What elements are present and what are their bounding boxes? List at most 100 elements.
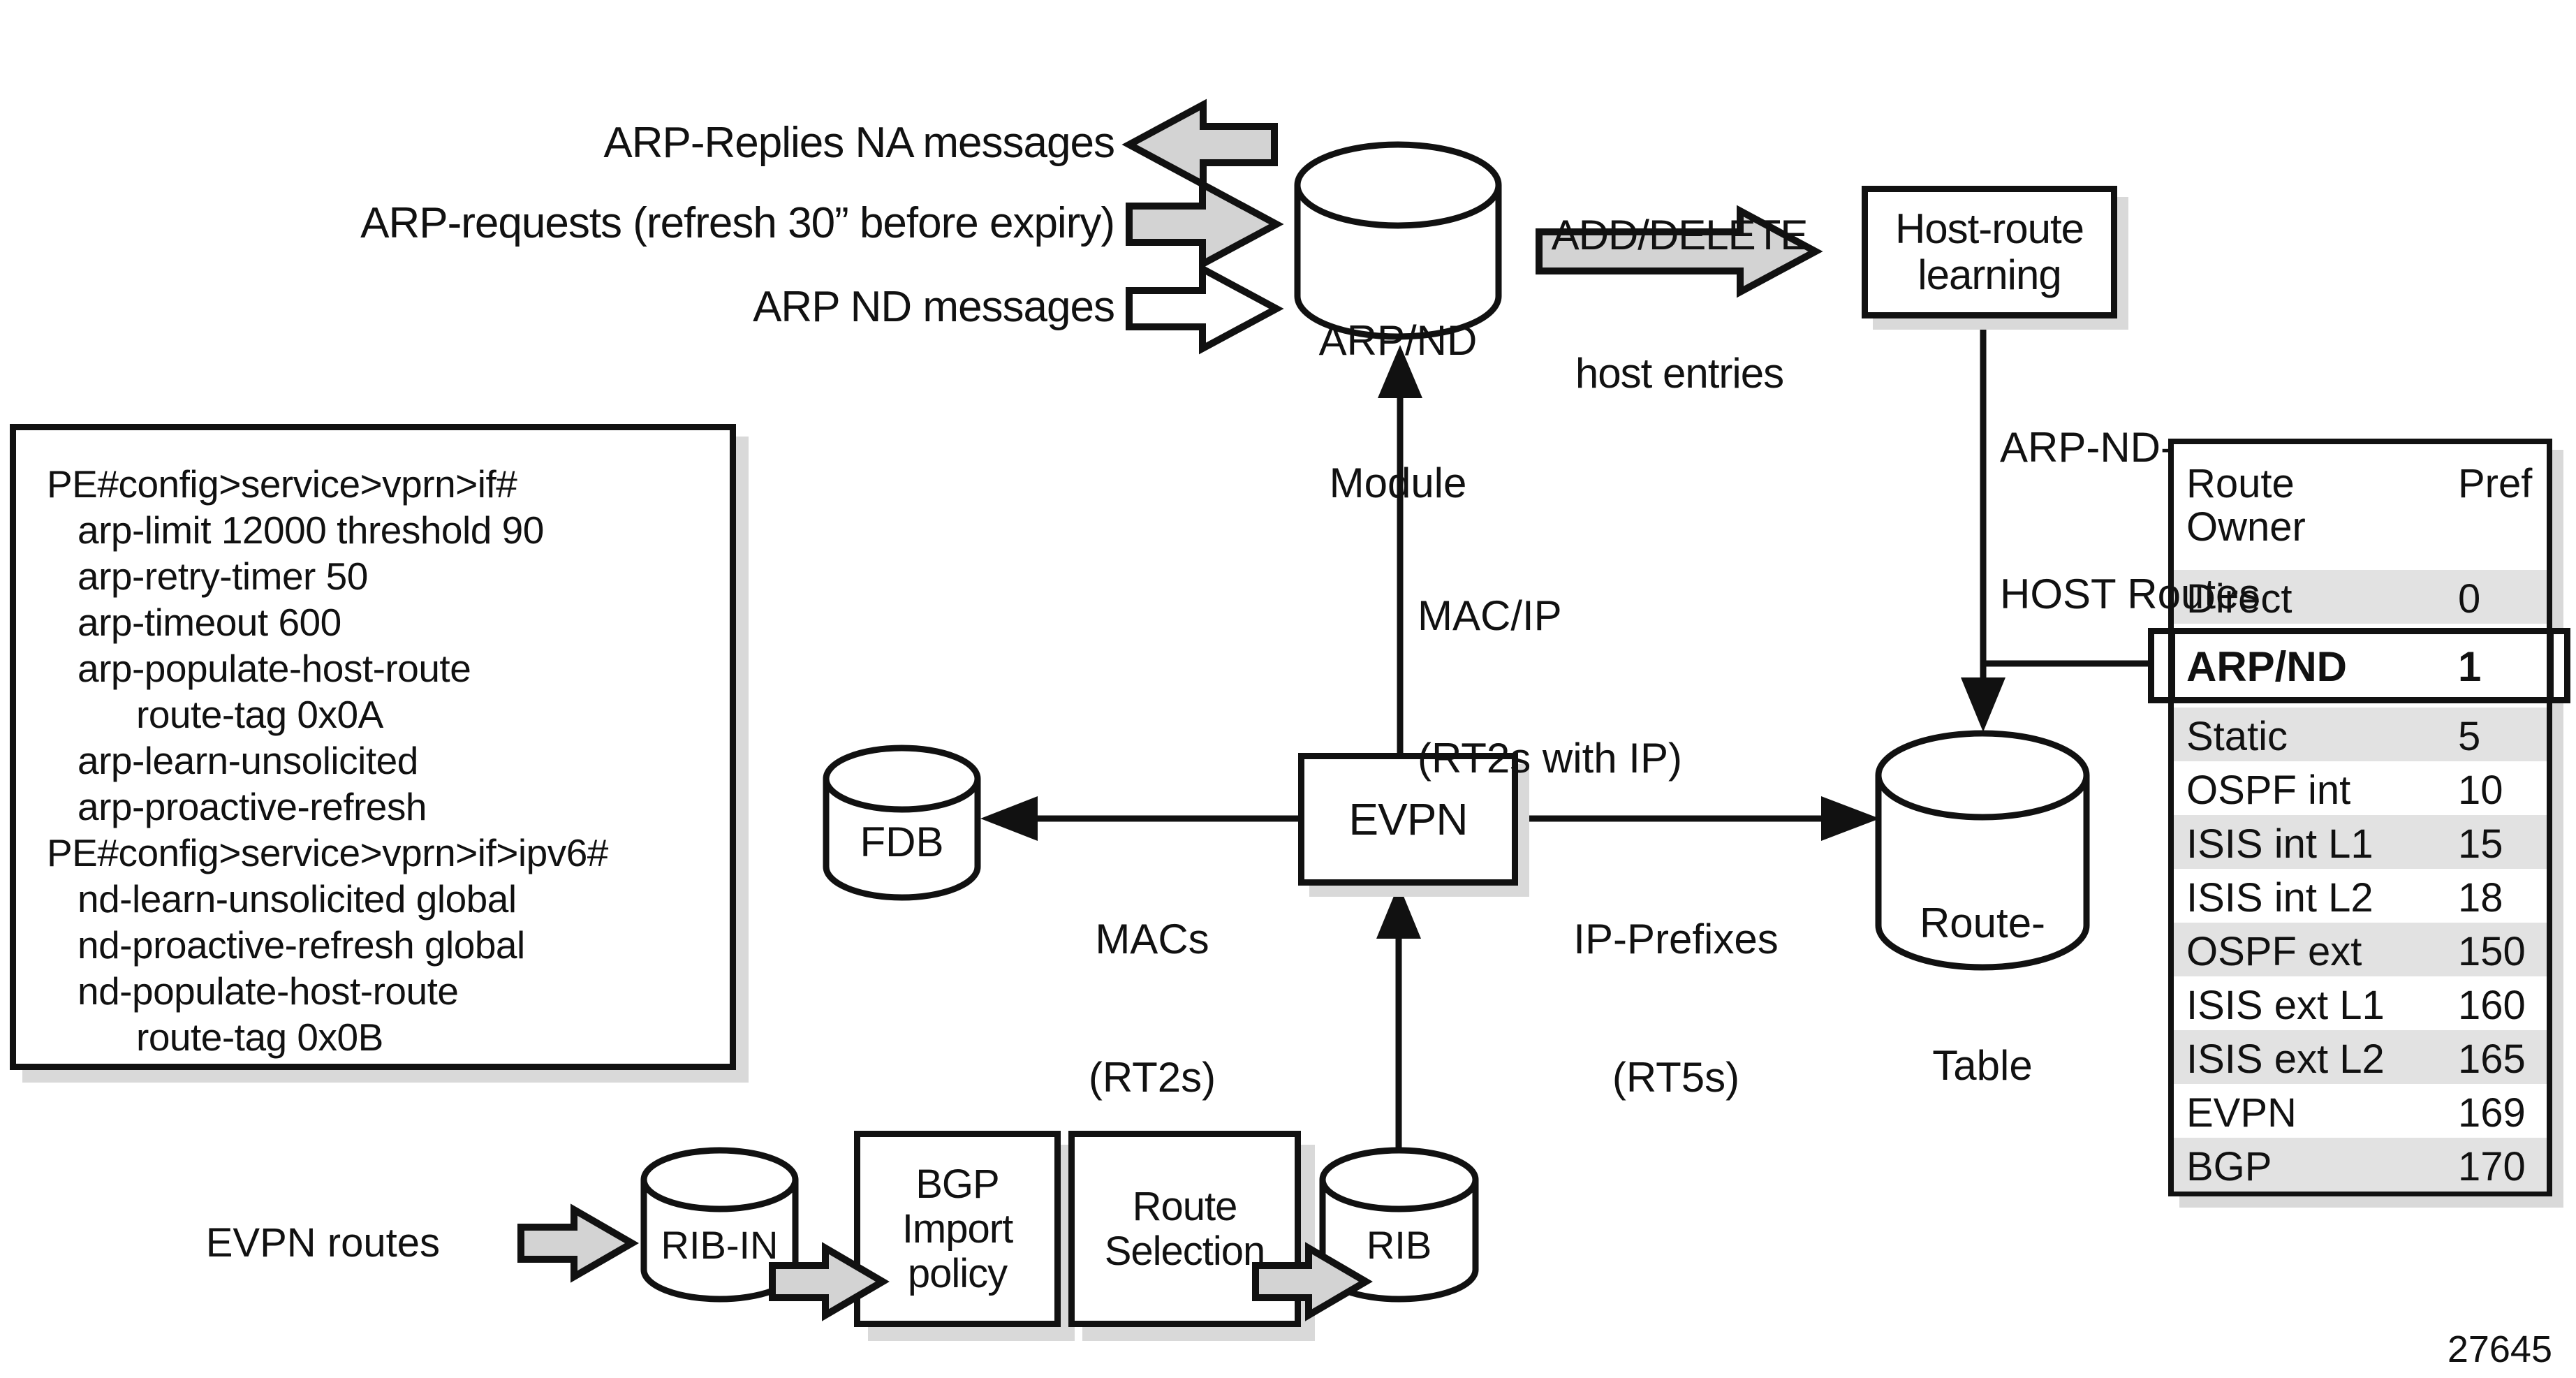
bgp-import-policy-label: BGP [915,1161,999,1207]
config-line: nd-learn-unsolicited global [78,877,517,921]
evpn-label: EVPN [1348,794,1468,844]
mac-ip-label: MAC/IP (RT2s with IP) [1418,497,1682,877]
fdb-cylinder-top [823,745,981,813]
arp-replies-label: ARP-Replies NA messages [603,119,1115,167]
host-route-learning-label: Host-route [1894,205,2084,252]
route-owner-cell: ISIS ext L1 [2186,983,2385,1028]
arpnd-module-line1: ARP/ND [1318,317,1478,364]
table-row: BGP 170 [2174,1138,2547,1192]
route-selection-label2: Selection [1104,1228,1266,1274]
arpnd-module-cylinder-top [1294,141,1502,229]
config-line: arp-learn-unsolicited [78,739,418,782]
route-owner-cell: Static [2186,714,2288,759]
arrowhead-up-icon [1378,345,1422,398]
route-owner-cell: Direct [2186,576,2292,622]
ip-prefixes-label: IP-Prefixes (RT5s) [1547,824,1805,1193]
rib-label: RIB [1366,1223,1432,1267]
rib-in-label: RIB-IN [661,1223,779,1267]
table-row: Static 5 [2174,708,2547,761]
table-row: OSPF int 10 [2174,761,2547,815]
table-row: ARP/ND 1 [2148,624,2570,708]
table-row: ISIS ext L2 165 [2174,1030,2547,1084]
route-owner-cell: OSPF ext [2186,929,2362,974]
host-route-learning-box: Host-route learning [1862,186,2117,318]
pref-cell: 170 [2458,1144,2526,1189]
add-delete-label: ADD/DELETE host entries [1470,120,1889,489]
ip-prefixes-line2: (RT5s) [1612,1054,1740,1101]
arpnd-highlight-box: ARP/ND 1 [2148,628,2570,703]
route-owner-cell: ISIS int L2 [2186,875,2373,921]
macs-line2: (RT2s) [1088,1054,1216,1101]
config-line: arp-timeout 600 [78,601,341,644]
host-route-learning-label2: learning [1918,251,2061,298]
pref-cell: 15 [2458,821,2503,867]
route-owner-cell: OSPF int [2186,768,2351,813]
config-line: arp-populate-host-route [78,647,471,690]
table-border-segment [2168,634,2175,697]
route-selection-label: Route [1132,1183,1238,1229]
table-header: Route Owner Pref [2174,444,2547,570]
route-owner-cell: BGP [2186,1144,2272,1189]
bgp-import-policy-box: BGP Import policy [854,1131,1061,1327]
route-table-cylinder [1875,775,2090,971]
rib-in-cylinder-top [640,1147,799,1212]
table-border-segment [2547,634,2554,697]
add-delete-line2: host entries [1575,350,1784,397]
arp-nd-host-line2: HOST Routes [2000,571,2260,617]
pref-cell: 160 [2458,983,2526,1028]
add-delete-line1: ADD/DELETE [1551,212,1809,258]
arrowhead-right-icon [1821,796,1880,841]
pref-cell: 0 [2458,576,2481,622]
config-line: arp-retry-timer 50 [78,555,368,598]
arp-nd-messages-label: ARP ND messages [753,283,1115,331]
config-line: PE#config>service>vprn>if# [47,462,517,506]
route-table-line1: Route- [1919,900,2046,946]
bgp-import-policy-label3: policy [907,1250,1008,1296]
pref-cell: 10 [2458,768,2503,813]
pref-cell: 5 [2458,714,2481,759]
pref-cell: 1 [2458,643,2482,690]
arpnd-module-label: ARP/ND Module [1297,222,1499,602]
fdb-label: FDB [860,819,944,865]
figure-number: 27645 [2447,1328,2552,1370]
pref-cell: 169 [2458,1090,2526,1136]
pref-cell: 150 [2458,929,2526,974]
arp-nd-host-line1: ARP-ND- [2000,424,2174,471]
pref-cell: 165 [2458,1036,2526,1082]
table-row: ISIS int L2 18 [2174,869,2547,923]
config-line: route-tag 0x0A [136,693,383,736]
pref-cell: 18 [2458,875,2503,921]
evpn-routes-label: EVPN routes [205,1220,440,1266]
arp-nd-host-routes-label: ARP-ND- HOST Routes [2000,325,2260,717]
route-owner-cell: ISIS int L1 [2186,821,2373,867]
config-line: arp-limit 12000 threshold 90 [78,508,544,552]
config-line: route-tag 0x0B [136,1016,383,1059]
table-row: OSPF ext 150 [2174,923,2547,976]
table-row: ISIS ext L1 160 [2174,976,2547,1030]
cli-config-box: PE#config>service>vprn>if#arp-limit 1200… [10,424,736,1070]
table-row: EVPN 169 [2174,1084,2547,1138]
macs-line1: MACs [1095,916,1209,962]
config-line: nd-proactive-refresh global [78,923,525,967]
route-owner-cell: ISIS ext L2 [2186,1036,2385,1082]
route-owner-header: Route Owner [2186,461,2306,550]
config-line: arp-proactive-refresh [78,785,427,828]
table-row: Direct 0 [2174,570,2547,624]
config-line: nd-populate-host-route [78,969,459,1013]
arrowhead-left-icon [980,796,1038,841]
pref-header: Pref [2458,461,2533,506]
table-row: ISIS int L1 15 [2174,815,2547,869]
arp-requests-label: ARP-requests (refresh 30” before expiry) [360,199,1115,247]
route-owner-cell: EVPN [2186,1090,2297,1136]
route-table-label: Route- Table [1878,805,2086,1185]
macs-label: MACs (RT2s) [1033,824,1271,1193]
bgp-import-policy-label2: Import [901,1205,1013,1252]
arrowhead-up-icon [1376,884,1421,939]
arrowhead-down-icon [1961,677,2005,732]
route-owner-cell: ARP/ND [2186,643,2348,690]
